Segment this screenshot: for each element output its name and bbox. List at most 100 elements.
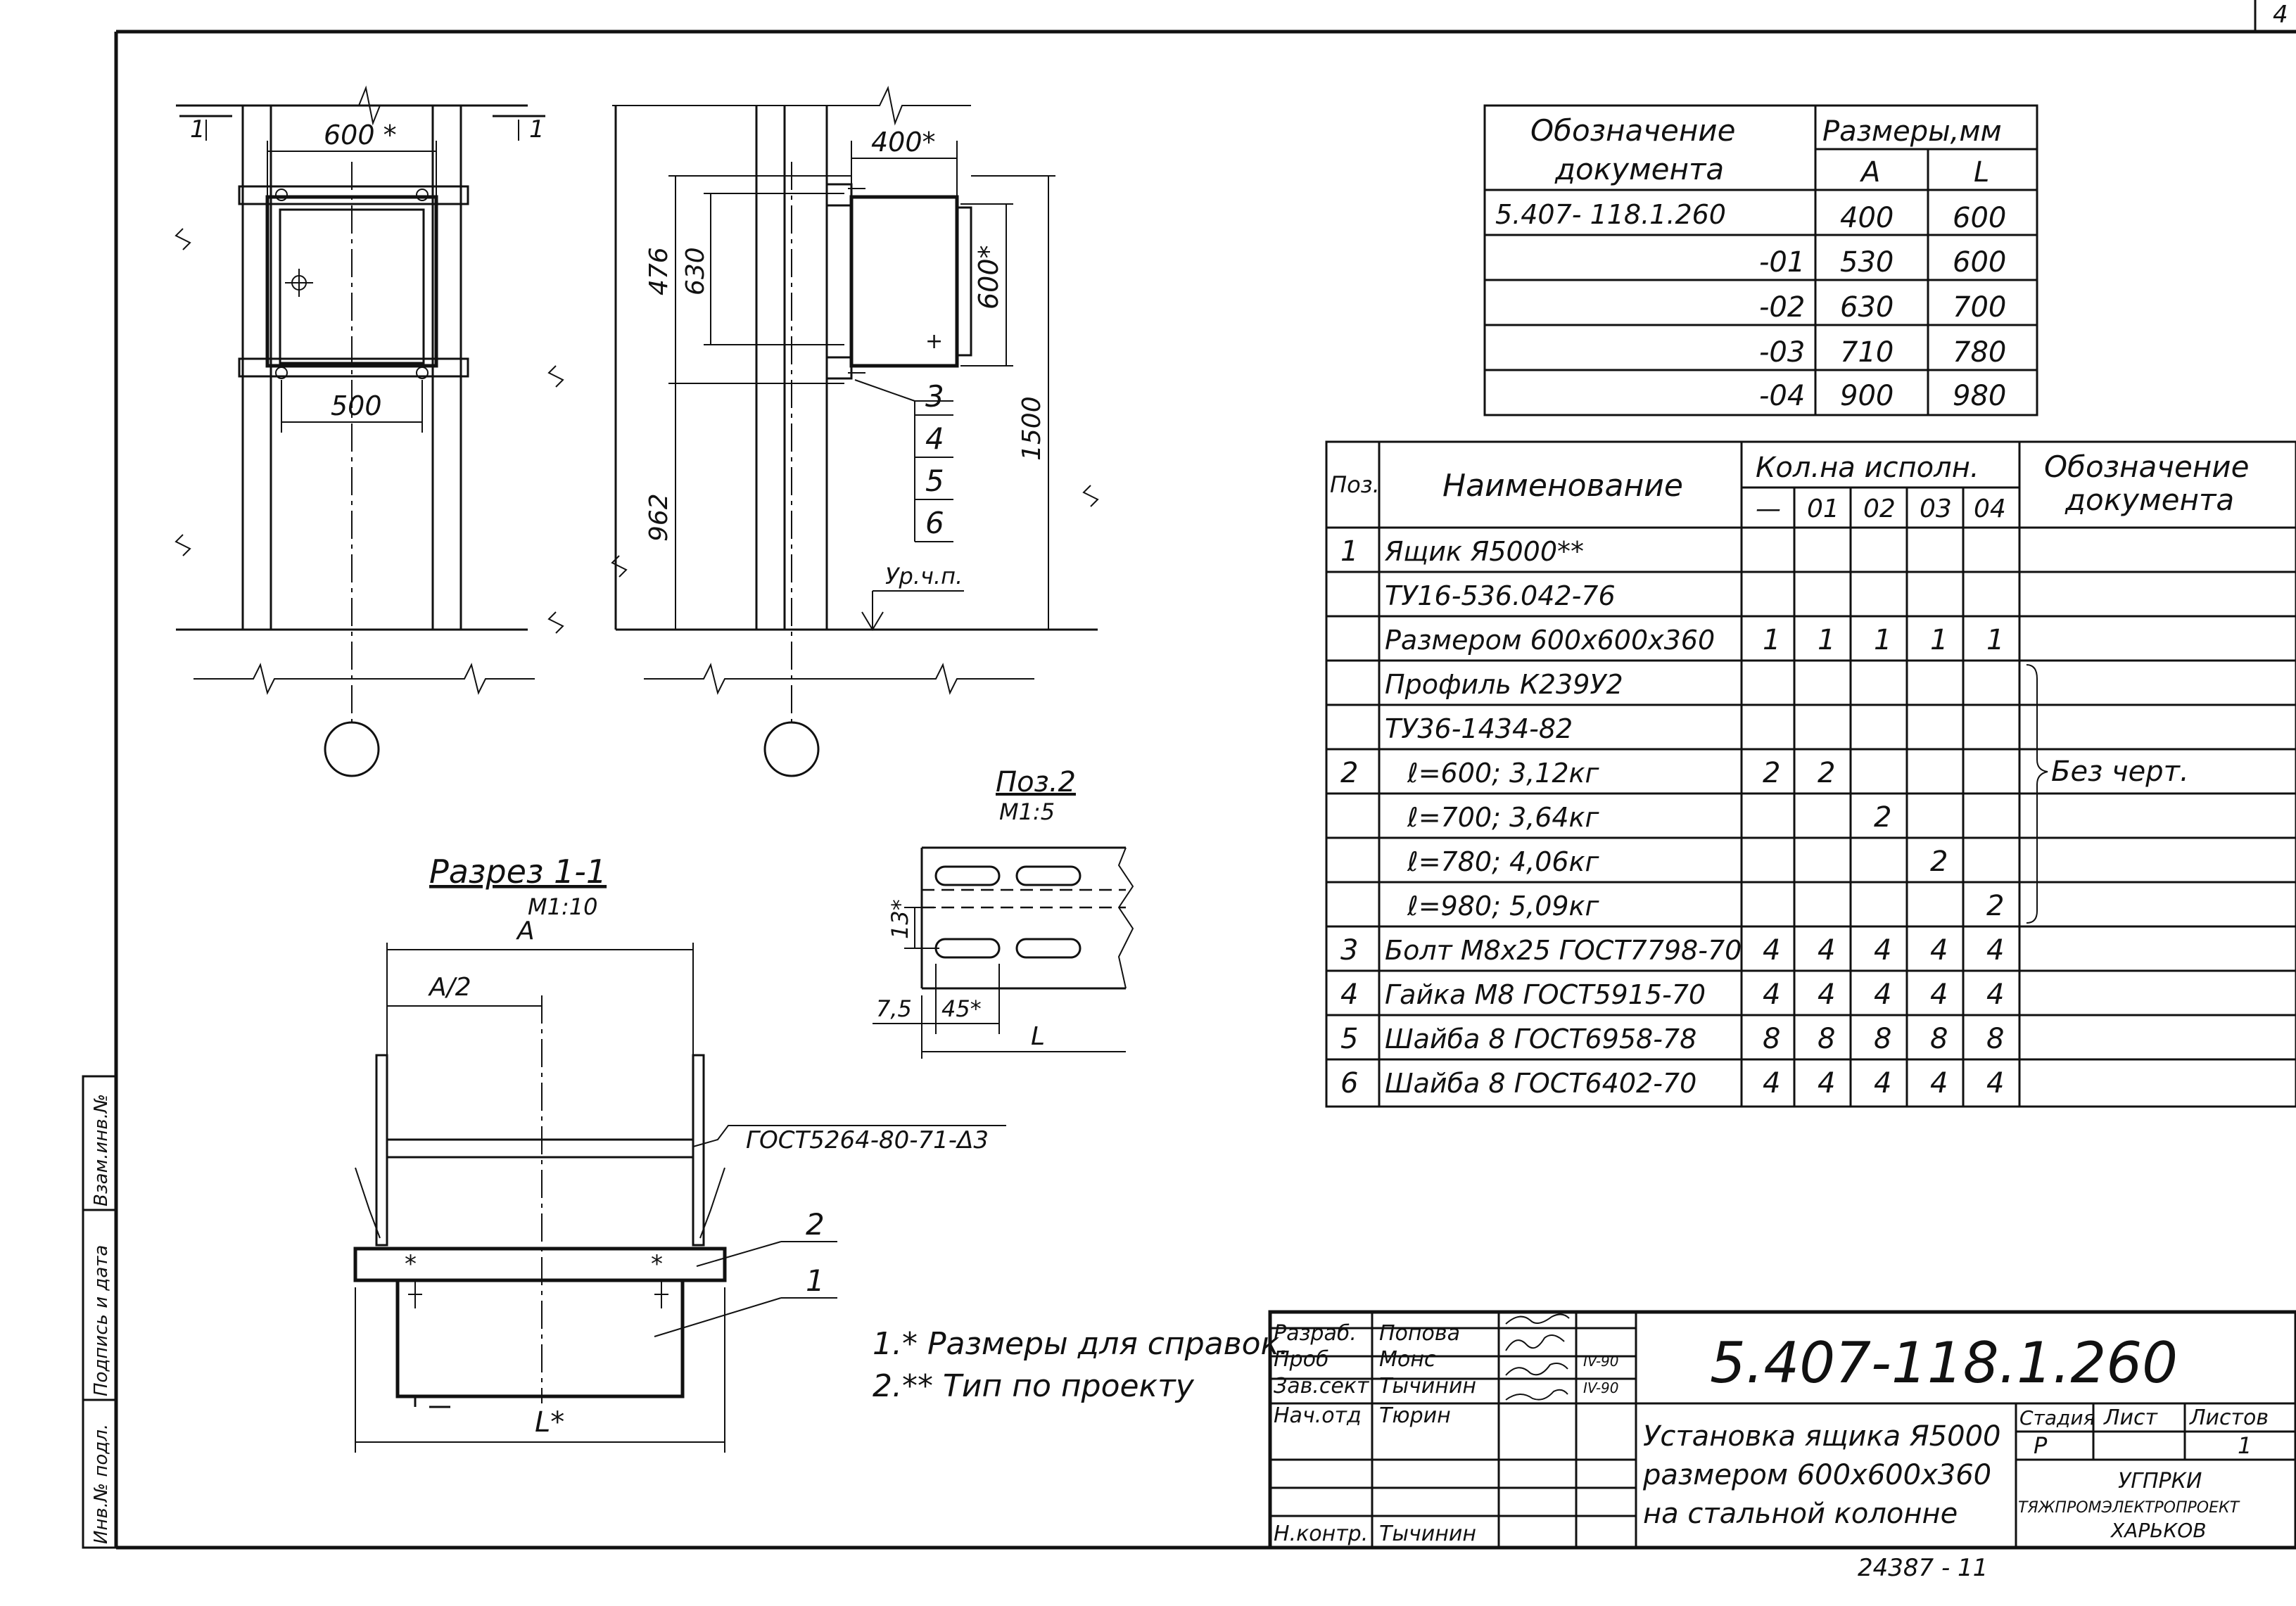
spec-pos: 6: [1340, 1067, 1358, 1100]
tb-sheets-head: Листов: [2189, 1406, 2269, 1430]
spec-name: Размером 600х600х360: [1385, 625, 1715, 656]
spec-name: ℓ=780; 4,06кг: [1407, 846, 1600, 877]
spec-pos: 3: [1340, 934, 1358, 967]
dim-13: 13*: [887, 899, 913, 939]
spec-qty: 2: [1986, 890, 2004, 922]
spec-qty: 2: [1763, 757, 1780, 789]
dim-table-doc-0: 5.407- 118.1.260: [1495, 199, 1726, 230]
spec-qty: 4: [1930, 934, 1948, 967]
stamp-podpis: Подпись и дата: [91, 1245, 112, 1396]
spec-name: Гайка М8 ГОСТ5915-70: [1385, 979, 1706, 1010]
callout-5: 5: [925, 464, 944, 498]
spec-qty: 4: [1763, 979, 1780, 1011]
spec-qty: 8: [1763, 1023, 1780, 1055]
spec-qty: 8: [1930, 1023, 1948, 1055]
spec-qty-col-2: 02: [1863, 495, 1896, 523]
tb-code: 5.407-118.1.260: [1710, 1330, 2178, 1396]
callout-4: 4: [925, 421, 944, 456]
spec-qty: 1: [1818, 624, 1835, 656]
spec-name: Шайба 8 ГОСТ6958-78: [1385, 1024, 1696, 1054]
section-scale: M1:10: [528, 893, 597, 920]
detail-scale: M1:5: [999, 798, 1055, 825]
section-dim-a2: A/2: [428, 973, 471, 1002]
spec-name: Шайба 8 ГОСТ6402-70: [1385, 1068, 1696, 1099]
dim-table-head-doc-2: документа: [1554, 152, 1724, 186]
dim-table-l-4: 980: [1953, 380, 2006, 412]
spec-qty: 4: [1763, 934, 1780, 967]
spec-name: ТУ16-536.042-76: [1385, 580, 1616, 611]
dim-table-a-4: 900: [1840, 380, 1894, 412]
dim-962: 962: [645, 493, 673, 542]
spec-name: ТУ36-1434-82: [1385, 713, 1573, 744]
section-1-1: Разрез 1-1 M1:10 A A/2 * * ГОСТ5264-80-7…: [353, 853, 1006, 1453]
spec-qty: 4: [1763, 1067, 1780, 1100]
dim-7-5: 7,5: [876, 995, 912, 1022]
dim-table-doc-3: -03: [1759, 336, 1805, 369]
front-view: 600 * 500 1 1: [175, 85, 564, 777]
dim-table-a-3: 710: [1840, 336, 1894, 369]
notes: 1.* Размеры для справок. 2.** Тип по про…: [873, 1326, 1289, 1404]
tb-name-3: Тюрин: [1379, 1403, 1451, 1428]
section-title: Разрез 1-1: [429, 853, 607, 891]
spec-qty: 8: [1818, 1023, 1835, 1055]
tb-bottom-number: 24387 - 11: [1858, 1554, 1988, 1582]
signature-3: [1505, 1389, 1568, 1401]
spec-qty: 1: [1930, 624, 1948, 656]
dim-table-a-1: 530: [1840, 246, 1894, 279]
tb-role-1: Проб: [1274, 1347, 1328, 1372]
leader-2: 2: [806, 1207, 825, 1242]
note-2: 2.** Тип по проекту: [873, 1368, 1195, 1404]
dim-table-l-3: 780: [1953, 336, 2006, 369]
spec-qty-col-3: 03: [1920, 495, 1952, 523]
tb-sheet-head: Лист: [2103, 1406, 2159, 1430]
spec-name: ℓ=980; 5,09кг: [1407, 891, 1600, 922]
dim-table-head-doc-1: Обозначение: [1530, 113, 1735, 148]
svg-text:+: +: [925, 329, 943, 354]
tb-sheets: 1: [2238, 1432, 2252, 1459]
side-view: + 400* 600* 476 630 962 1500 3: [611, 85, 1099, 777]
spec-qty: 4: [1874, 979, 1891, 1011]
note-1: 1.* Размеры для справок.: [873, 1326, 1289, 1362]
section-dim-a: A: [516, 917, 535, 945]
tb-name-6: Тычинин: [1379, 1522, 1476, 1546]
spec-qty-col-0: —: [1756, 495, 1781, 523]
spec-pos: 1: [1340, 535, 1358, 568]
tb-title-1: Установка ящика Я5000: [1643, 1420, 2000, 1453]
section-mark-right: 1: [529, 115, 545, 144]
weld-note: ГОСТ5264-80-71-Δ3: [746, 1126, 989, 1154]
tb-role-2: Зав.сект: [1274, 1374, 1370, 1398]
tb-title-2: размером 600х600х360: [1642, 1459, 1991, 1491]
dim-table-l-1: 600: [1953, 246, 2006, 279]
dim-table-doc-2: -02: [1759, 291, 1805, 324]
spec-qty-col-4: 04: [1974, 495, 2006, 523]
spec-qty: 4: [1818, 1067, 1835, 1100]
svg-text:*: *: [651, 1250, 663, 1278]
spec-head-name: Наименование: [1442, 468, 1683, 504]
dim-table-l-2: 700: [1953, 291, 2006, 324]
detail-dim-l: L: [1031, 1022, 1045, 1051]
spec-qty-col-1: 01: [1807, 495, 1839, 523]
spec-pos: 4: [1340, 979, 1358, 1011]
spec-name: ℓ=700; 3,64кг: [1407, 802, 1600, 833]
spec-qty: 2: [1818, 757, 1835, 789]
title-block: Разраб. Проб Зав.сект Нач.отд Н.контр. П…: [1268, 1310, 2296, 1582]
spec-qty: 2: [1930, 846, 1948, 878]
spec-head-doc-2: документа: [2065, 483, 2234, 517]
tb-role-3: Нач.отд: [1274, 1403, 1362, 1428]
spec-pos: 5: [1340, 1023, 1358, 1055]
spec-qty: 4: [1986, 934, 2004, 967]
callout-3: 3: [925, 379, 944, 414]
dim-600-front: 600 *: [324, 120, 397, 151]
level-mark: Ур.ч.п.: [885, 563, 963, 589]
dim-45: 45*: [941, 995, 982, 1022]
tb-name-0: Попова: [1379, 1321, 1460, 1346]
spec-qty: 4: [1930, 979, 1948, 1011]
spec-qty: 4: [1874, 934, 1891, 967]
spec-name: Болт М8х25 ГОСТ7798-70: [1385, 935, 1742, 966]
section-mark-left: 1: [190, 115, 205, 144]
signature-1: [1505, 1334, 1565, 1351]
spec-table: Поз. Наименование Кол.на исполн. — 01 02…: [1325, 440, 2296, 1108]
tb-role-6: Н.контр.: [1274, 1522, 1368, 1546]
dim-table-a-2: 630: [1840, 291, 1894, 324]
